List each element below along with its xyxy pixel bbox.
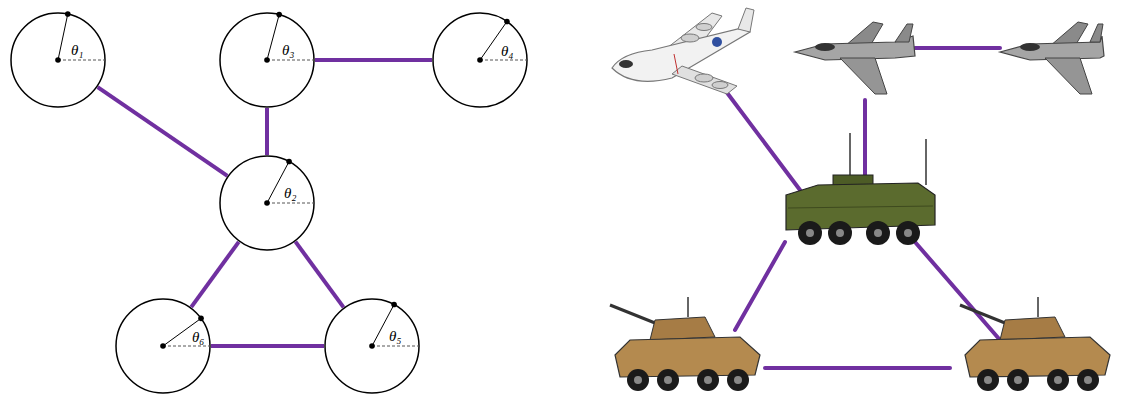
link-line (211, 344, 324, 348)
link-line (315, 58, 432, 62)
joint-circle: θ₂ (219, 155, 315, 251)
fighter-jet (1000, 22, 1104, 94)
angle-label: θ₄ (500, 44, 515, 59)
link-line (191, 242, 239, 307)
circle-outline (324, 298, 420, 394)
armoured-vehicle (610, 297, 760, 391)
joint-circle: θ₃ (219, 12, 315, 108)
circle-outline (115, 298, 211, 394)
circle-outline (10, 12, 106, 108)
circle-outline (432, 12, 528, 108)
joint-circle: θ₅ (324, 298, 420, 394)
joint-circle: θ₆ (115, 298, 211, 394)
angle-label: θ₂ (283, 186, 298, 201)
link-line (265, 108, 269, 155)
joint-circle: θ₁ (10, 12, 106, 108)
link-line (295, 242, 343, 308)
armoured-vehicle (960, 297, 1110, 391)
angle-label: θ₁ (70, 43, 85, 58)
angle-label: θ₆ (191, 330, 206, 345)
angle-label: θ₃ (281, 43, 296, 58)
fighter-jet (795, 22, 915, 94)
patrol-plane (612, 8, 754, 94)
angle-label: θ₅ (388, 329, 403, 344)
link-line (98, 87, 228, 176)
vehicle-links (725, 48, 1000, 368)
circle-outline (219, 155, 315, 251)
joint-circle: θ₄ (432, 12, 528, 108)
circle-outline (219, 12, 315, 108)
armoured-carrier (786, 133, 935, 245)
